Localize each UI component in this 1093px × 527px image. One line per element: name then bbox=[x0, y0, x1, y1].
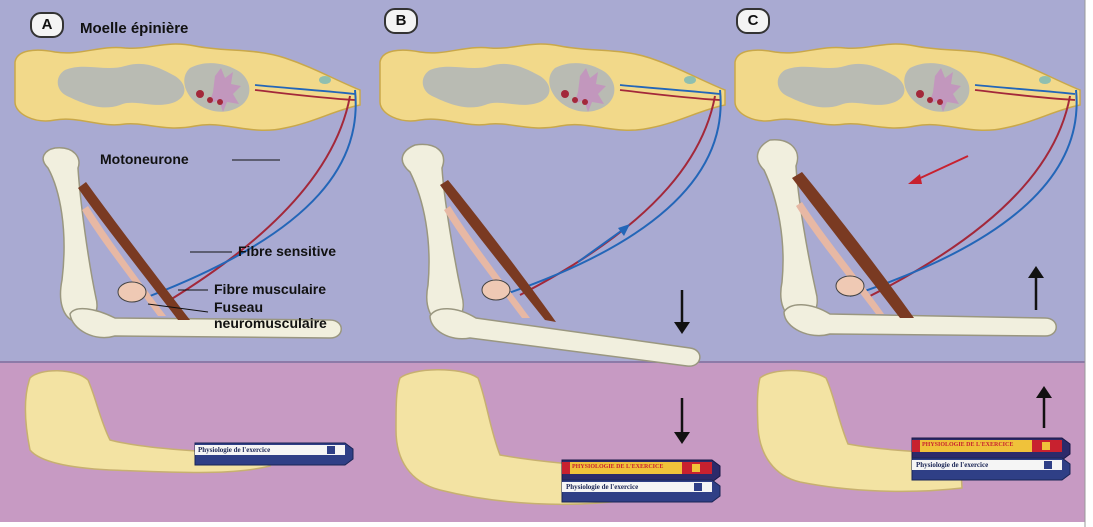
spinal-cord-label: Moelle épinière bbox=[80, 20, 188, 37]
spindle-label-line2: neuromusculaire bbox=[214, 315, 327, 331]
panel-letter-c: C bbox=[736, 8, 770, 34]
book-c-bottom-title: Physiologie de l'exercice bbox=[916, 461, 988, 469]
spindle-a bbox=[118, 282, 146, 302]
book-b-bottom-title: Physiologie de l'exercice bbox=[566, 483, 638, 491]
sensory-fiber-label: Fibre sensitive bbox=[238, 243, 336, 259]
spindle-c bbox=[836, 276, 864, 296]
panel-letter-a: A bbox=[30, 12, 64, 38]
book-a-title: Physiologie de l'exercice bbox=[198, 446, 270, 454]
book-c-top-title: PHYSIOLOGIE DE L'EXERCICE bbox=[922, 442, 1013, 448]
spindle-b bbox=[482, 280, 510, 300]
spindle-label-line1: Fuseau bbox=[214, 299, 263, 315]
muscle-fiber-label: Fibre musculaire bbox=[214, 281, 326, 297]
motor-neuron-label: Motoneurone bbox=[100, 151, 189, 167]
panel-letter-b: B bbox=[384, 8, 418, 34]
book-b-top-title: PHYSIOLOGIE DE L'EXERCICE bbox=[572, 464, 663, 470]
